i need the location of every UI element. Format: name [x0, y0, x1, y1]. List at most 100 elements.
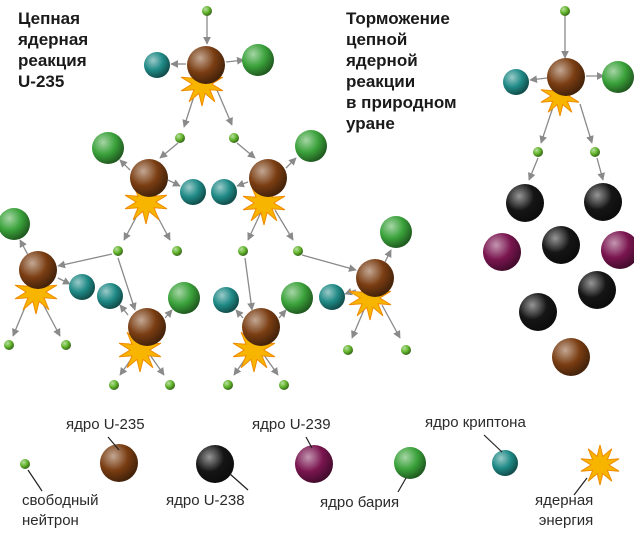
krypton-nucleus — [180, 179, 206, 205]
legend-leader-line — [107, 436, 120, 451]
arrow — [285, 157, 297, 169]
arrow — [596, 157, 605, 181]
energy-burst — [124, 179, 168, 225]
arrow — [57, 253, 113, 269]
neutron-nucleus — [61, 340, 71, 350]
neutron-nucleus — [533, 147, 543, 157]
barium-nucleus — [168, 282, 200, 314]
u239-nucleus — [601, 231, 634, 269]
u235-nucleus — [187, 46, 225, 84]
title-reaction-slowdown: Торможение цепной ядерной реакции в прир… — [346, 9, 457, 133]
arrow — [528, 157, 539, 181]
neutron-nucleus — [229, 133, 239, 143]
arrow — [263, 354, 279, 376]
legend-label-u235: ядро U-235 — [66, 416, 145, 433]
legend-label-barium: ядро бария — [320, 494, 400, 511]
krypton-nucleus — [69, 274, 95, 300]
legend-leader-line — [573, 477, 588, 496]
arrow — [117, 257, 137, 311]
neutron-nucleus — [202, 6, 212, 16]
neutron-nucleus — [175, 133, 185, 143]
arrow — [167, 179, 181, 187]
arrow — [244, 257, 255, 311]
neutron-nucleus — [172, 246, 182, 256]
legend-leader-line — [229, 473, 249, 491]
neutron-nucleus — [401, 345, 411, 355]
legend-icon-u239 — [295, 445, 333, 483]
neutron-nucleus — [293, 246, 303, 256]
legend-leader-line — [27, 469, 43, 492]
barium-nucleus — [295, 130, 327, 162]
neutron-nucleus — [165, 380, 175, 390]
neutron-nucleus — [343, 345, 353, 355]
krypton-nucleus — [211, 179, 237, 205]
legend-label-neutron: свободный нейтрон — [22, 492, 99, 529]
arrow — [539, 103, 555, 144]
legend-icon-krypton — [492, 450, 518, 476]
title-chain-reaction: Цепная ядерная реакция U-235 — [18, 9, 89, 91]
nuclei-layer — [0, 6, 634, 483]
legend-leader-line — [397, 477, 407, 493]
arrow — [19, 239, 29, 256]
arrow — [579, 103, 594, 144]
legend-icon-u235 — [100, 444, 138, 482]
barium-nucleus — [0, 208, 30, 240]
u235-nucleus — [242, 308, 280, 346]
u235-nucleus — [547, 58, 585, 96]
energy-burst — [242, 180, 286, 226]
u235-nucleus — [356, 259, 394, 297]
arrows-layer — [12, 16, 605, 376]
arrow — [236, 179, 249, 188]
arrow — [278, 309, 287, 319]
neutron-nucleus — [560, 6, 570, 16]
arrow — [381, 304, 401, 339]
barium-nucleus — [281, 282, 313, 314]
u238-nucleus — [519, 293, 557, 331]
neutron-nucleus — [590, 147, 600, 157]
arrow — [274, 209, 294, 241]
arrow — [247, 209, 263, 241]
barium-nucleus — [92, 132, 124, 164]
u235-nucleus — [249, 159, 287, 197]
arrow — [216, 89, 233, 126]
arrow — [384, 249, 392, 263]
krypton-nucleus — [503, 69, 529, 95]
arrow — [529, 75, 548, 84]
u238-nucleus — [578, 271, 616, 309]
krypton-nucleus — [319, 284, 345, 310]
neutron-nucleus — [238, 246, 248, 256]
legend-leader-lines — [27, 434, 588, 496]
neutron-nucleus — [113, 246, 123, 256]
u235-nucleus — [128, 308, 166, 346]
legend-icon-neutron — [20, 459, 30, 469]
krypton-nucleus — [213, 287, 239, 313]
legend-icon-energy — [580, 444, 620, 486]
legend-icon-barium — [394, 447, 426, 479]
neutron-nucleus — [279, 380, 289, 390]
u238-nucleus — [584, 183, 622, 221]
arrow — [57, 277, 71, 285]
legend-label-krypton: ядро криптона — [425, 414, 526, 431]
legend-label-u238: ядро U-238 — [166, 492, 245, 509]
barium-nucleus — [602, 61, 634, 93]
u238-nucleus — [542, 226, 580, 264]
u235-nucleus — [552, 338, 590, 376]
arrow — [119, 304, 129, 316]
arrow — [236, 142, 256, 159]
neutron-nucleus — [223, 380, 233, 390]
legend-label-energy: ядерная энергия — [535, 492, 594, 529]
neutron-nucleus — [109, 380, 119, 390]
arrow — [164, 309, 173, 319]
arrow — [225, 56, 245, 65]
u235-nucleus — [130, 159, 168, 197]
krypton-nucleus — [97, 283, 123, 309]
arrow — [149, 354, 165, 376]
barium-nucleus — [380, 216, 412, 248]
u239-nucleus — [483, 233, 521, 271]
u238-nucleus — [506, 184, 544, 222]
neutron-nucleus — [4, 340, 14, 350]
legend-leader-line — [305, 436, 313, 449]
krypton-nucleus — [144, 52, 170, 78]
